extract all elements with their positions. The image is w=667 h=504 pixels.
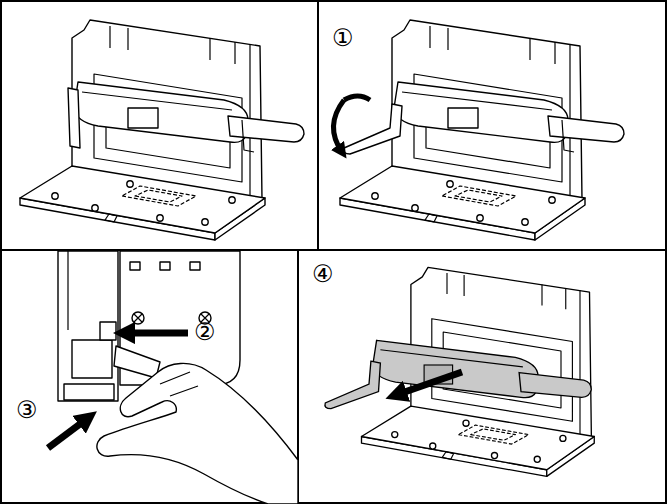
callout-number: ④ <box>312 262 334 286</box>
callout-number: ① <box>332 26 354 50</box>
callout-number: ② <box>194 320 216 344</box>
callout-number: ③ <box>16 398 38 422</box>
